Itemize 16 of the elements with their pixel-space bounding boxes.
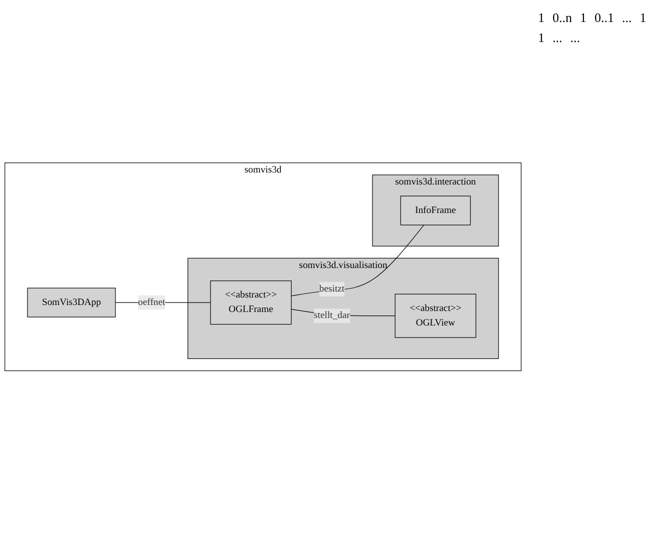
edge-label: besitzt xyxy=(319,284,344,294)
node-box: <<abstract>> OGLView xyxy=(394,294,476,338)
multiplicity-label: ... xyxy=(552,30,562,46)
multiplicity-label: 1 xyxy=(580,10,586,26)
multiplicity-label: ... xyxy=(622,10,632,26)
multiplicity-label: 0..n xyxy=(552,10,572,26)
edge-label: oeffnet xyxy=(138,297,166,308)
multiplicity-label: 1 xyxy=(538,30,544,46)
node-box: <<abstract>> OGLFrame xyxy=(210,280,292,325)
node-box: InfoFrame xyxy=(400,196,471,226)
multiplicity-label: 0..1 xyxy=(594,10,614,26)
multiplicity-label: 1 xyxy=(640,10,646,26)
node-box: SomVis3DApp xyxy=(27,288,116,318)
edge-label: stellt_dar xyxy=(314,310,350,321)
multiplicity-label: 1 xyxy=(538,10,544,26)
multiplicity-label: ... xyxy=(570,30,580,46)
